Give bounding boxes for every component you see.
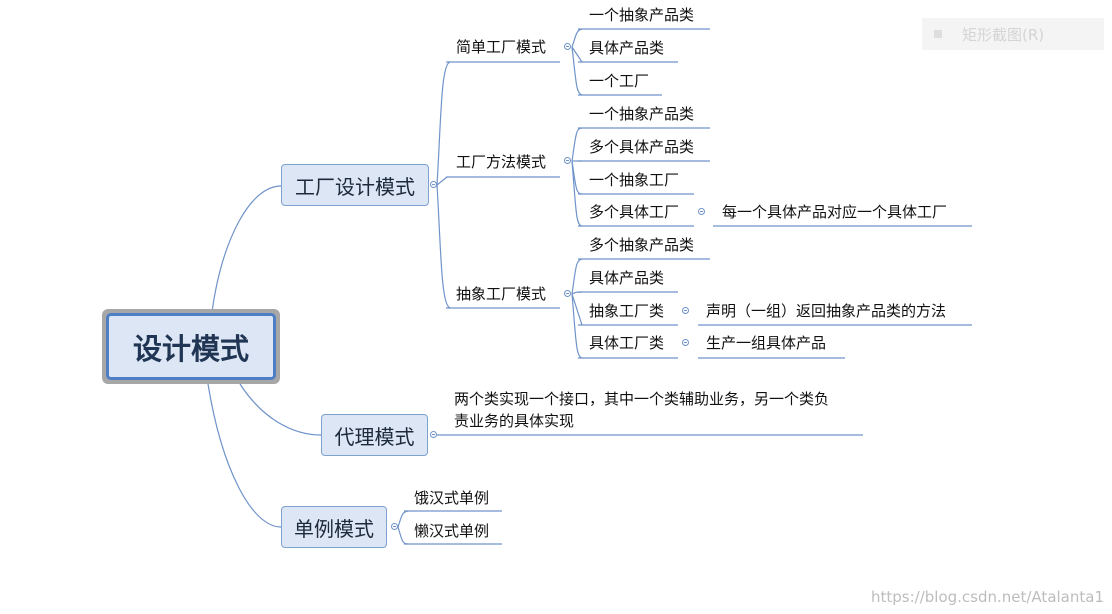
note-node[interactable]: 生产一组具体产品 xyxy=(706,334,827,352)
leaf-node[interactable]: 多个抽象产品类 xyxy=(589,236,695,254)
root-node[interactable]: 设计模式 xyxy=(106,313,276,380)
watermark: https://blog.csdn.net/Atalanta1 xyxy=(870,588,1104,606)
proxy-pattern-node[interactable]: 代理模式 xyxy=(321,414,428,456)
note-node[interactable]: 声明（一组）返回抽象产品类的方法 xyxy=(706,302,947,320)
singleton-pattern-node[interactable]: 单例模式 xyxy=(281,506,387,548)
leaf-node[interactable]: 一个抽象工厂 xyxy=(589,171,680,189)
proxy-desc-line2: 责业务的具体实现 xyxy=(454,412,575,430)
ghost-label: 矩形截图(R) xyxy=(962,25,1045,44)
leaf-node[interactable]: 懒汉式单例 xyxy=(414,522,490,540)
leaf-node[interactable]: 饿汉式单例 xyxy=(414,489,490,507)
proxy-desc-line1: 两个类实现一个接口，其中一个类辅助业务，另一个类负 xyxy=(454,390,830,408)
collapse-toggle-icon[interactable] xyxy=(698,208,705,215)
collapse-toggle-icon[interactable] xyxy=(430,181,437,188)
leaf-node[interactable]: 多个具体工厂 xyxy=(589,203,680,221)
collapse-toggle-icon[interactable] xyxy=(682,307,689,314)
leaf-node[interactable]: 抽象工厂类 xyxy=(589,302,665,320)
leaf-node[interactable]: 一个抽象产品类 xyxy=(589,105,695,123)
collapse-toggle-icon[interactable] xyxy=(391,523,398,530)
note-node[interactable]: 每一个具体产品对应一个具体工厂 xyxy=(722,203,948,221)
proxy-description[interactable]: 两个类实现一个接口，其中一个类辅助业务，另一个类负 责业务的具体实现 xyxy=(454,388,864,432)
leaf-node[interactable]: 具体产品类 xyxy=(589,39,665,57)
leaf-node[interactable]: 具体产品类 xyxy=(589,269,665,287)
collapse-toggle-icon[interactable] xyxy=(682,339,689,346)
collapse-toggle-icon[interactable] xyxy=(430,431,437,438)
factory-pattern-node[interactable]: 工厂设计模式 xyxy=(281,164,429,206)
factory-method-node[interactable]: 工厂方法模式 xyxy=(456,153,547,171)
rectangle-icon xyxy=(934,30,942,38)
collapse-toggle-icon[interactable] xyxy=(564,157,571,164)
leaf-node[interactable]: 具体工厂类 xyxy=(589,334,665,352)
leaf-node[interactable]: 多个具体产品类 xyxy=(589,138,695,156)
abstract-factory-node[interactable]: 抽象工厂模式 xyxy=(456,285,547,303)
simple-factory-node[interactable]: 简单工厂模式 xyxy=(456,38,547,56)
screenshot-tool-hint: 矩形截图(R) xyxy=(922,18,1104,50)
leaf-node[interactable]: 一个工厂 xyxy=(589,72,650,90)
collapse-toggle-icon[interactable] xyxy=(564,43,571,50)
leaf-node[interactable]: 一个抽象产品类 xyxy=(589,6,695,24)
collapse-toggle-icon[interactable] xyxy=(564,290,571,297)
